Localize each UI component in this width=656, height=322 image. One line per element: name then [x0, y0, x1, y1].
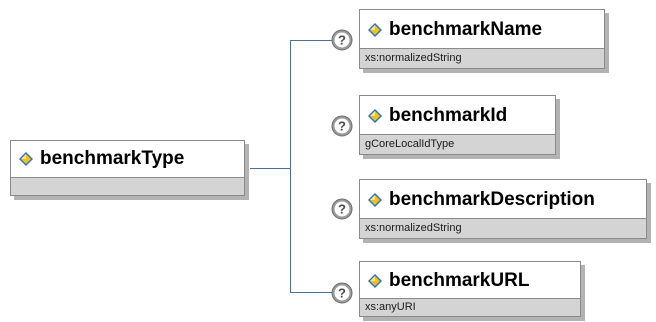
help-icon[interactable]: ? [331, 115, 353, 137]
child-element-box[interactable]: benchmarkDescription xs:normalizedString [359, 179, 647, 239]
child-element-name: benchmarkId [389, 105, 508, 126]
element-icon [368, 274, 382, 288]
svg-text:?: ? [338, 119, 346, 134]
child-element-name: benchmarkDescription [389, 189, 595, 210]
root-element-name: benchmarkType [40, 148, 185, 169]
element-icon [19, 152, 33, 166]
child-type-label: xs:anyURI [360, 298, 580, 316]
svg-text:?: ? [338, 286, 346, 301]
element-icon [368, 109, 382, 123]
child-element-box[interactable]: benchmarkURL xs:anyURI [359, 261, 581, 317]
element-icon [368, 193, 382, 207]
child-type-label: xs:normalizedString [360, 48, 604, 68]
root-element-box[interactable]: benchmarkType [10, 140, 245, 196]
help-icon[interactable]: ? [331, 198, 353, 220]
child-element-name: benchmarkName [389, 19, 543, 40]
element-icon [368, 23, 382, 37]
root-type-band [11, 177, 244, 195]
child-type-label: xs:normalizedString [360, 218, 646, 238]
child-element-name: benchmarkURL [389, 270, 530, 291]
child-element-box[interactable]: benchmarkId gCoreLocalIdType [359, 95, 556, 155]
svg-text:?: ? [338, 202, 346, 217]
svg-text:?: ? [338, 33, 346, 48]
child-type-label: gCoreLocalIdType [360, 134, 555, 154]
help-icon[interactable]: ? [331, 282, 353, 304]
help-icon[interactable]: ? [331, 29, 353, 51]
child-element-box[interactable]: benchmarkName xs:normalizedString [359, 9, 605, 69]
